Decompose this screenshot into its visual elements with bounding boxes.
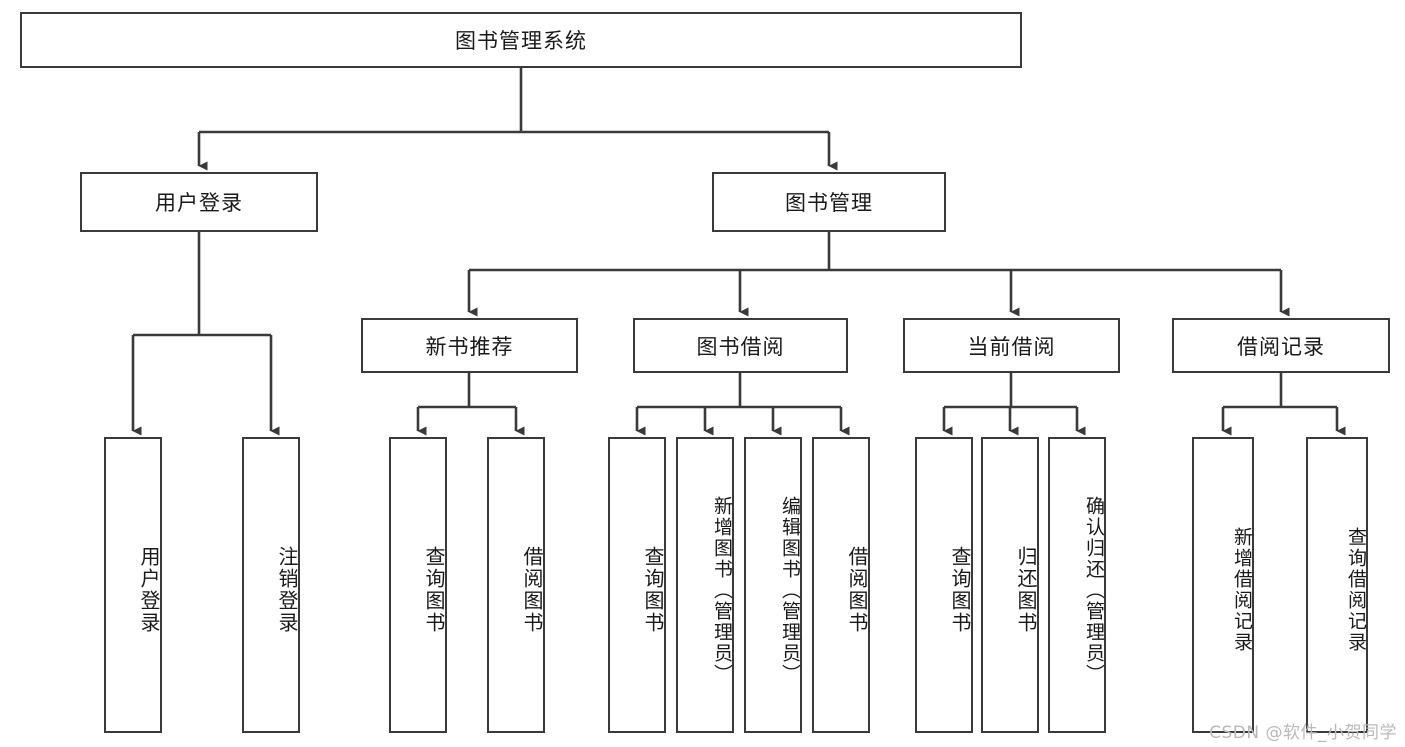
node-user-login[interactable]: 用户登录 [80,172,318,232]
connectors-book-manage [467,232,1290,317]
node-leaf-bb-borrow-book-label: 借阅图书 [845,546,869,634]
node-borrow-record[interactable]: 借阅记录 [1172,318,1390,373]
connectors-new-book-rec [416,373,525,436]
node-leaf-cb-query-book-label: 查询图书 [948,546,972,634]
node-leaf-cb-query-book[interactable]: 查询图书 [915,437,973,733]
node-user-login-label: 用户登录 [155,191,243,215]
node-leaf-user-login-label: 用户登录 [137,546,161,634]
node-book-manage-label: 图书管理 [785,191,873,215]
node-leaf-rec-query-book[interactable]: 查询图书 [389,437,447,733]
node-borrow-record-label: 借阅记录 [1237,334,1325,359]
node-leaf-cb-return-book-label: 归还图书 [1014,546,1038,634]
node-new-book-rec-label: 新书推荐 [425,334,514,359]
node-leaf-rec-borrow-book-label: 借阅图书 [520,546,544,634]
node-leaf-br-add-record-label: 新增借阅记录 [1231,527,1253,653]
node-leaf-user-logout-label: 注销登录 [275,546,299,634]
node-leaf-user-logout[interactable]: 注销登录 [242,437,300,733]
connectors-user-login [131,232,280,436]
csdn-watermark: CSDN @软件_小贺同学 [1209,723,1397,743]
node-root-label: 图书管理系统 [455,29,587,53]
node-leaf-cb-return-book[interactable]: 归还图书 [981,437,1039,733]
node-root-system[interactable]: 图书管理系统 [20,12,1022,68]
node-leaf-bb-edit-book-label: 编辑图书（管理员） [779,495,801,685]
node-leaf-bb-edit-book[interactable]: 编辑图书（管理员） [744,437,802,733]
node-leaf-rec-query-book-label: 查询图书 [422,546,446,634]
connectors-root [197,68,838,171]
node-new-book-rec[interactable]: 新书推荐 [361,318,578,373]
connectors-current-borrow [942,373,1086,436]
node-leaf-rec-borrow-book[interactable]: 借阅图书 [487,437,545,733]
node-leaf-cb-confirm-return-label: 确认归还（管理员） [1083,495,1105,685]
node-leaf-bb-query-book[interactable]: 查询图书 [608,437,666,733]
node-leaf-bb-add-book[interactable]: 新增图书（管理员） [676,437,734,733]
node-leaf-bb-add-book-label: 新增图书（管理员） [711,495,733,685]
node-book-borrow[interactable]: 图书借阅 [633,318,848,373]
node-leaf-bb-query-book-label: 查询图书 [641,546,665,634]
connectors-book-borrow [635,373,850,436]
node-leaf-cb-confirm-return[interactable]: 确认归还（管理员） [1048,437,1106,733]
connectors-borrow-record [1221,373,1346,436]
node-leaf-user-login[interactable]: 用户登录 [104,437,162,733]
node-current-borrow-label: 当前借阅 [967,334,1056,359]
node-leaf-br-add-record[interactable]: 新增借阅记录 [1192,437,1254,733]
node-leaf-br-query-record-label: 查询借阅记录 [1345,527,1367,653]
node-book-manage[interactable]: 图书管理 [712,172,946,232]
node-current-borrow[interactable]: 当前借阅 [903,318,1120,373]
node-book-borrow-label: 图书借阅 [696,334,785,359]
node-leaf-br-query-record[interactable]: 查询借阅记录 [1306,437,1368,733]
node-leaf-bb-borrow-book[interactable]: 借阅图书 [812,437,870,733]
